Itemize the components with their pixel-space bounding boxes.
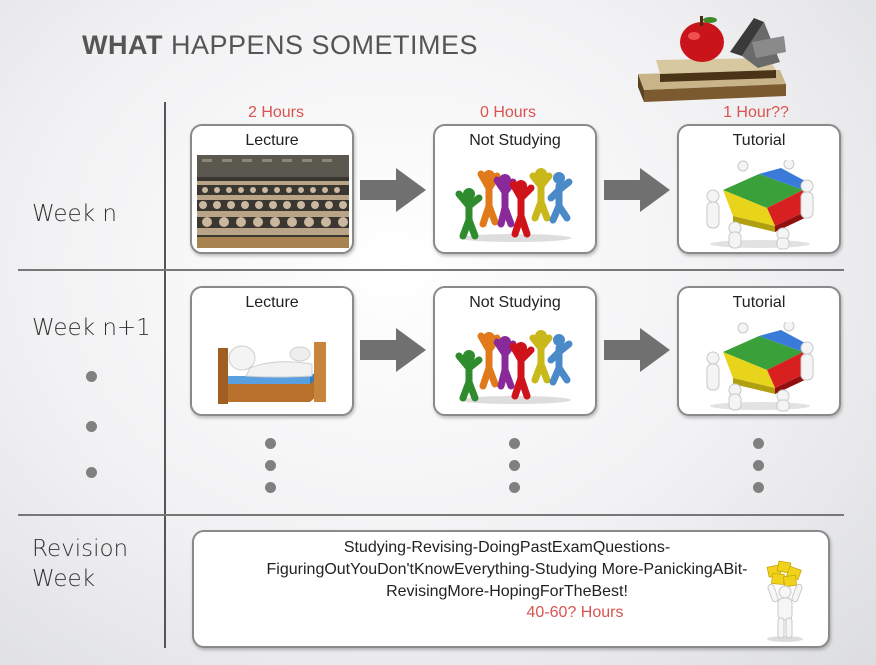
week-n-label: Week n xyxy=(32,201,117,227)
ellipsis-dot xyxy=(509,438,520,449)
puzzle-team-icon xyxy=(703,322,817,412)
not-studying-card-week-n1: Not Studying xyxy=(433,286,597,416)
ellipsis-dot xyxy=(509,482,520,493)
ellipsis-dot xyxy=(265,438,276,449)
row-divider-2 xyxy=(18,514,844,516)
lecture-hours: 2 Hours xyxy=(247,104,305,121)
ellipsis-dot xyxy=(753,482,764,493)
tutorial-card: Tutorial xyxy=(677,124,841,254)
arrow-right-icon xyxy=(360,168,426,212)
apple-books-icon xyxy=(630,12,790,104)
card-label: Lecture xyxy=(245,132,299,149)
card-label: Not Studying xyxy=(469,132,561,149)
row-divider-1 xyxy=(18,269,844,271)
revision-week-label: Revision Week xyxy=(32,536,129,592)
arrow-right-icon xyxy=(360,328,426,372)
week-n1-label: Week n+1 xyxy=(32,315,151,341)
arrow-right-icon xyxy=(604,328,670,372)
arrow-right-icon xyxy=(604,168,670,212)
page-title: WHAT HAPPENS SOMETIMES xyxy=(82,30,479,60)
revision-card xyxy=(192,530,830,648)
ellipsis-dot xyxy=(86,467,97,478)
lecture-card-week-n1: Lecture xyxy=(190,286,354,416)
stressed-figure-icon xyxy=(760,560,810,642)
ellipsis-dot xyxy=(265,460,276,471)
ellipsis-dot xyxy=(753,438,764,449)
ellipsis-dot xyxy=(86,371,97,382)
not-studying-card: Not Studying xyxy=(433,124,597,254)
tutorial-hours: 1 Hour?? xyxy=(723,104,789,121)
vertical-divider xyxy=(164,102,166,648)
lecture-hall-photo xyxy=(197,155,349,248)
ellipsis-dot xyxy=(509,460,520,471)
not-studying-hours: 0 Hours xyxy=(479,104,537,121)
card-label: Tutorial xyxy=(732,132,786,149)
dancing-figures-icon xyxy=(455,324,577,404)
puzzle-team-icon xyxy=(703,160,817,250)
card-label: Tutorial xyxy=(732,294,786,311)
ellipsis-dot xyxy=(265,482,276,493)
sleeping-figure-icon xyxy=(214,322,334,408)
revision-activities: Studying-Revising-DoingPastExamQuestions… xyxy=(266,539,748,600)
card-label: Not Studying xyxy=(469,294,561,311)
tutorial-card-week-n1: Tutorial xyxy=(677,286,841,416)
card-label: Lecture xyxy=(245,294,299,311)
ellipsis-dot xyxy=(86,421,97,432)
lecture-card: Lecture xyxy=(190,124,354,254)
dancing-figures-icon xyxy=(455,162,577,242)
ellipsis-dot xyxy=(753,460,764,471)
revision-hours: 40-60? Hours xyxy=(526,604,624,621)
